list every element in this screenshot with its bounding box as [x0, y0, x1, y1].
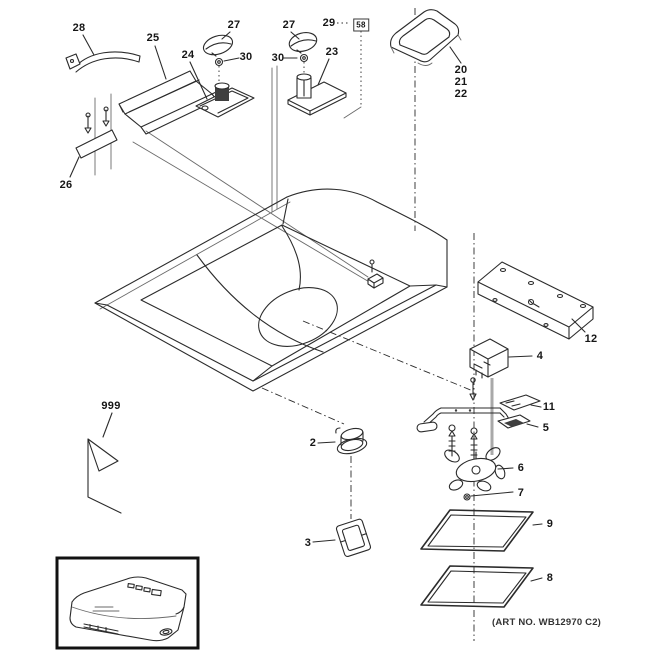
- grease-filter-upper: [420, 509, 534, 552]
- part-callout-20-10: 20: [454, 64, 468, 76]
- part-callout-27-5: 27: [282, 19, 296, 31]
- part-callout-9-23: 9: [546, 518, 554, 530]
- motor-bracket: [416, 394, 541, 461]
- control-box: [477, 261, 594, 340]
- strap-bracket: [65, 51, 141, 73]
- duct-collar: [335, 427, 368, 455]
- alignment-axes: [94, 8, 494, 641]
- lamp-assembly-right: [287, 32, 347, 116]
- lamp-assembly-left: [195, 34, 255, 118]
- part-callout-58-9: 58: [353, 18, 369, 32]
- part-callout-29-8: 29: [322, 17, 336, 29]
- canopy-housing: [94, 188, 448, 392]
- callout-leader-lines: [69, 22, 586, 582]
- part-callout-23-7: 23: [325, 46, 339, 58]
- hood-overview-inset: [55, 556, 200, 650]
- part-callout-4-18: 4: [536, 350, 544, 362]
- part-callout-30-4: 30: [239, 51, 253, 63]
- part-callout-25-1: 25: [146, 32, 160, 44]
- art-number: (ART NO. WB12970 C2): [492, 617, 602, 628]
- duct-adapter: [335, 518, 372, 558]
- grease-filter-lower: [420, 565, 534, 608]
- fan-blade: [444, 447, 506, 501]
- part-callout-3-16: 3: [304, 537, 312, 549]
- part-callout-30-6: 30: [271, 52, 285, 64]
- part-callout-21-11: 21: [454, 76, 468, 88]
- part-callout-999-14: 999: [101, 400, 121, 412]
- part-callout-28-0: 28: [72, 22, 86, 34]
- vent-damper-ring: [390, 9, 462, 66]
- warning-label-flag: [87, 438, 122, 514]
- part-callout-22-12: 22: [454, 88, 468, 100]
- lamp-holder: [469, 338, 509, 401]
- part-callout-24-2: 24: [181, 49, 195, 61]
- mounting-plate: [75, 106, 118, 159]
- part-callout-12-17: 12: [584, 333, 598, 345]
- part-callout-27-3: 27: [227, 19, 241, 31]
- part-callout-11-19: 11: [542, 401, 556, 413]
- part-callout-26-13: 26: [59, 179, 73, 191]
- part-callout-2-15: 2: [309, 437, 317, 449]
- part-callout-8-24: 8: [546, 572, 554, 584]
- part-callout-5-20: 5: [542, 422, 550, 434]
- part-callout-6-21: 6: [517, 462, 525, 474]
- part-callout-7-22: 7: [517, 487, 525, 499]
